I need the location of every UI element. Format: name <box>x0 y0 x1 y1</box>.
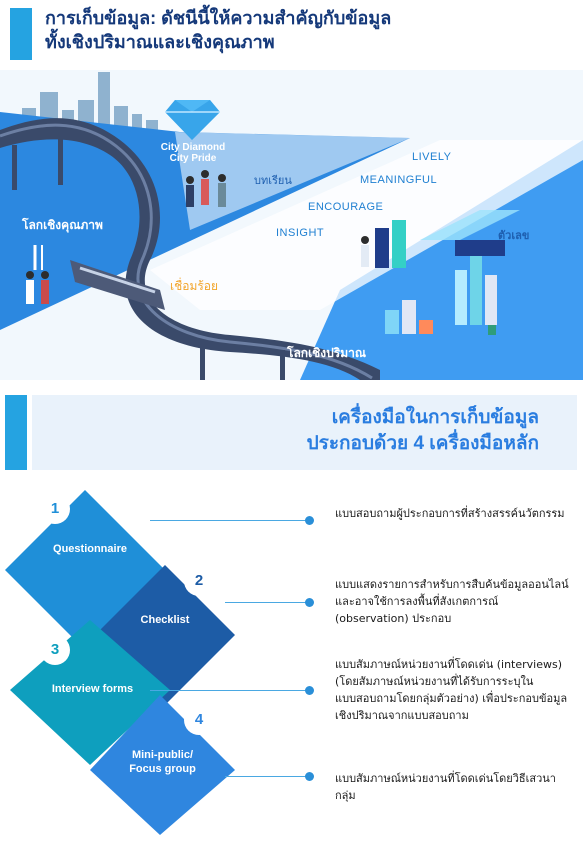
hero-illustration: City Diamond City Pride โลกเชิงคุณภาพ บท… <box>0 70 583 380</box>
connector-1 <box>150 520 310 521</box>
tool-name-2: Checklist <box>140 614 190 626</box>
tools-title-box: เครื่องมือในการเก็บข้อมูล ประกอบด้วย 4 เ… <box>32 395 577 470</box>
connector-dot-1 <box>305 516 314 525</box>
quantitative-world-label: โลกเชิงปริมาณ <box>287 346 367 360</box>
tool-number-1: 1 <box>40 494 70 524</box>
tools-title-line-1: เครื่องมือในการเก็บข้อมูล <box>331 407 539 428</box>
puzzle-graphic <box>5 490 235 835</box>
tools-header: เครื่องมือในการเก็บข้อมูล ประกอบด้วย 4 เ… <box>0 395 583 470</box>
tools-accent-bar <box>5 395 27 470</box>
tool-name-4-line-1: Mini-public/ <box>131 749 194 761</box>
bridge-icon <box>0 118 380 380</box>
puzzle-piece-4 <box>90 695 235 835</box>
tool-name-4-line-2: Focus group <box>129 763 196 775</box>
brand-line-1: City Diamond <box>160 142 226 153</box>
numbers-label: ตัวเลข <box>498 230 530 242</box>
page-title-line-2: ทั้งเชิงปริมาณและเชิงคุณภาพ <box>45 32 275 52</box>
tool-name-4: Mini-public/ Focus group <box>105 748 220 776</box>
word-meaningful: MEANINGFUL <box>360 174 438 186</box>
word-encourage: ENCOURAGE <box>308 201 384 213</box>
tools-puzzle: 1 2 3 4 Questionnaire Checklist Intervie… <box>0 480 300 840</box>
tool-number-4: 4 <box>184 705 214 735</box>
connector-4 <box>225 776 310 777</box>
train-icon <box>70 260 165 310</box>
tool-description-1: แบบสอบถามผู้ประกอบการที่สร้างสรรค์นวัตกร… <box>335 507 565 520</box>
tool-number-2: 2 <box>184 566 214 596</box>
tools-title-line-2: ประกอบด้วย 4 เครื่องมือหลัก <box>306 433 539 454</box>
tool-name-3: Interview forms <box>51 683 134 695</box>
tool-description-2: แบบแสดงรายการสำหรับการสืบค้นข้อมูลออนไลน… <box>335 578 569 625</box>
page-title-line-1: การเก็บข้อมูล: ดัชนีนี้ให้ความสำคัญกับข้… <box>45 8 392 28</box>
brand-line-2: City Pride <box>169 153 217 164</box>
tool-number-3: 3 <box>40 635 70 665</box>
word-insight: INSIGHT <box>276 227 325 239</box>
connect-label: เชื่อมร้อย <box>170 279 219 293</box>
connector-dot-3 <box>305 686 314 695</box>
connector-2 <box>225 602 310 603</box>
tool-name-1: Questionnaire <box>53 543 127 555</box>
connector-3 <box>150 690 310 691</box>
data-charts-icon <box>375 210 520 334</box>
page-title: การเก็บข้อมูล: ดัชนีนี้ให้ความสำคัญกับข้… <box>45 6 575 54</box>
diamond-icon <box>165 100 220 140</box>
connector-dot-2 <box>305 598 314 607</box>
lessons-label: บทเรียน <box>254 175 292 187</box>
tool-description-4: แบบสัมภาษณ์หน่วยงานที่โดดเด่นโดยวิธีเสวน… <box>335 772 556 802</box>
brand-label: City Diamond City Pride <box>158 142 228 164</box>
connector-dot-4 <box>305 772 314 781</box>
header-accent-bar <box>10 8 32 60</box>
tools-title: เครื่องมือในการเก็บข้อมูล ประกอบด้วย 4 เ… <box>307 405 539 457</box>
hero-graphic <box>0 70 583 380</box>
page-header: การเก็บข้อมูล: ดัชนีนี้ให้ความสำคัญกับข้… <box>0 0 583 70</box>
word-lively: LIVELY <box>412 151 452 163</box>
qualitative-world-label: โลกเชิงคุณภาพ <box>22 218 103 232</box>
tool-description-3: แบบสัมภาษณ์หน่วยงานที่โดดเด่น (interview… <box>335 658 568 722</box>
